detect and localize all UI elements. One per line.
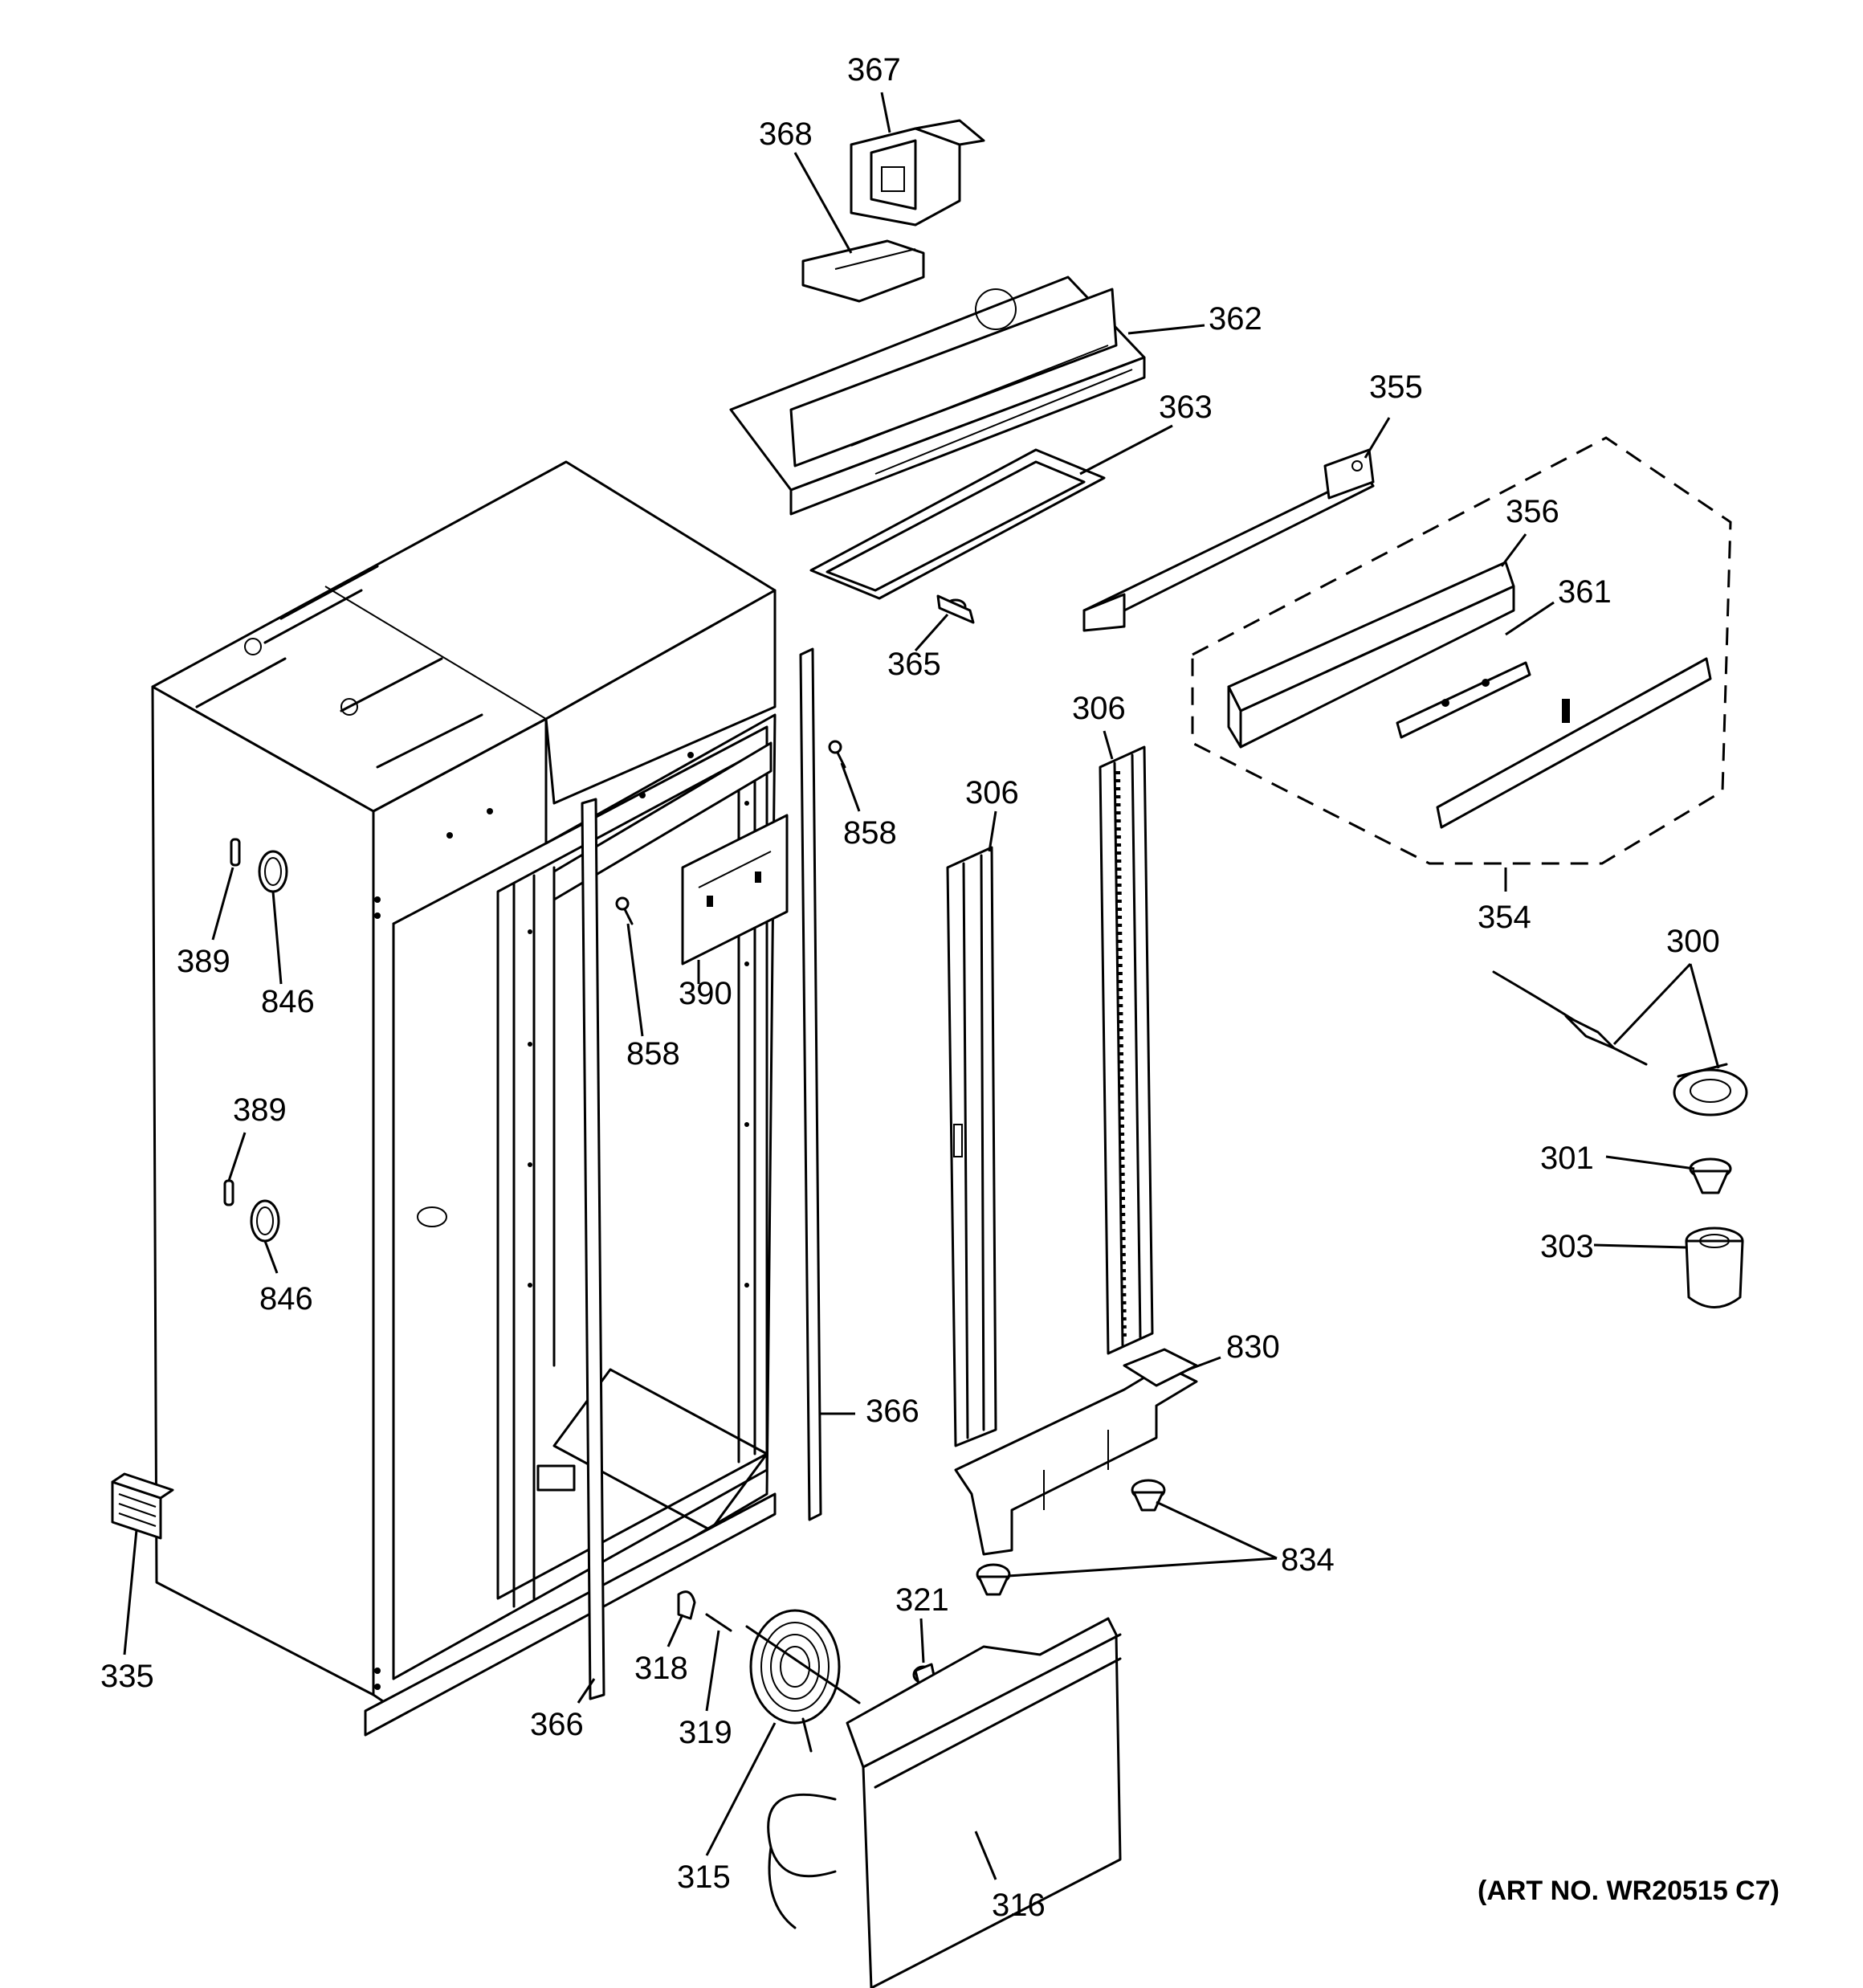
leader-lines: [123, 92, 1720, 1880]
callout-366-left: 366: [530, 1707, 584, 1742]
side-grommet-846-lower: [250, 1199, 280, 1243]
callout-301: 301: [1540, 1141, 1594, 1176]
callout-319: 319: [679, 1715, 732, 1750]
callout-830: 830: [1226, 1329, 1280, 1365]
callout-367: 367: [847, 52, 901, 88]
side-grommet-846-upper: [258, 850, 288, 893]
callout-300: 300: [1666, 924, 1720, 959]
module-367: [850, 119, 985, 227]
callout-846-lower: 846: [259, 1281, 313, 1316]
art-number: (ART NO. WR20515 C7): [1478, 1876, 1779, 1906]
screw-858-upper: [828, 740, 846, 769]
callout-366-right: 366: [866, 1394, 919, 1429]
rail-306-right: [1099, 745, 1154, 1355]
callout-355: 355: [1369, 369, 1423, 405]
callout-858-lower: 858: [626, 1036, 680, 1072]
bar-355: [1082, 448, 1375, 632]
foot-834-b: [976, 1563, 1011, 1596]
side-plug-389-upper: [230, 838, 241, 867]
callout-834: 834: [1281, 1542, 1335, 1578]
sensor-harness-300: [1492, 970, 1748, 1116]
callout-303: 303: [1540, 1229, 1594, 1264]
tray-363: [809, 448, 1106, 600]
callout-858-upper: 858: [843, 815, 897, 851]
cartridge-303: [1685, 1227, 1744, 1308]
bracket-368: [801, 239, 925, 303]
callout-306-right: 306: [1072, 691, 1126, 726]
grille-335: [111, 1472, 174, 1540]
callout-318: 318: [634, 1651, 688, 1686]
cap-301: [1689, 1157, 1732, 1194]
clip-318: [677, 1590, 696, 1620]
callout-365: 365: [887, 647, 941, 682]
cover-panel-316: [846, 1617, 1122, 1988]
cabinet-case: [151, 460, 777, 1737]
callout-321: 321: [895, 1582, 949, 1618]
circuit-board-361: [1396, 661, 1531, 739]
callout-390: 390: [679, 976, 732, 1011]
kit-boundary-354: [1191, 436, 1732, 865]
callout-362: 362: [1209, 301, 1262, 337]
control-housing-356: [1227, 561, 1515, 749]
callout-306-left: 306: [965, 775, 1019, 810]
callout-363: 363: [1159, 390, 1213, 425]
callout-846-upper: 846: [261, 984, 315, 1019]
callout-361: 361: [1558, 574, 1612, 610]
rail-306-left: [946, 846, 997, 1447]
callout-labels: 367 368 362 363 355 356 361 365 306 306 …: [100, 52, 1779, 1923]
screw-319: [705, 1613, 732, 1632]
coil-315: [745, 1609, 861, 1929]
callout-389-upper: 389: [177, 944, 230, 979]
callout-368: 368: [759, 116, 813, 152]
trim-strip-366-left: [581, 798, 605, 1700]
callout-389-lower: 389: [233, 1092, 287, 1128]
control-panel-overlay: [1436, 657, 1712, 829]
clip-365: [936, 594, 975, 624]
hinge-plate-390: [681, 814, 789, 965]
bracket-830: [954, 1348, 1198, 1556]
callout-356: 356: [1506, 494, 1559, 529]
foot-834-a: [1131, 1479, 1166, 1512]
callout-354: 354: [1478, 900, 1531, 935]
trim-strip-366-right: [799, 647, 822, 1521]
screw-858-lower: [615, 896, 634, 925]
side-plug-389-lower: [223, 1179, 234, 1206]
callout-335: 335: [100, 1659, 154, 1694]
callout-315: 315: [677, 1859, 731, 1895]
callout-316: 316: [992, 1888, 1046, 1923]
housing-362: [729, 276, 1146, 516]
